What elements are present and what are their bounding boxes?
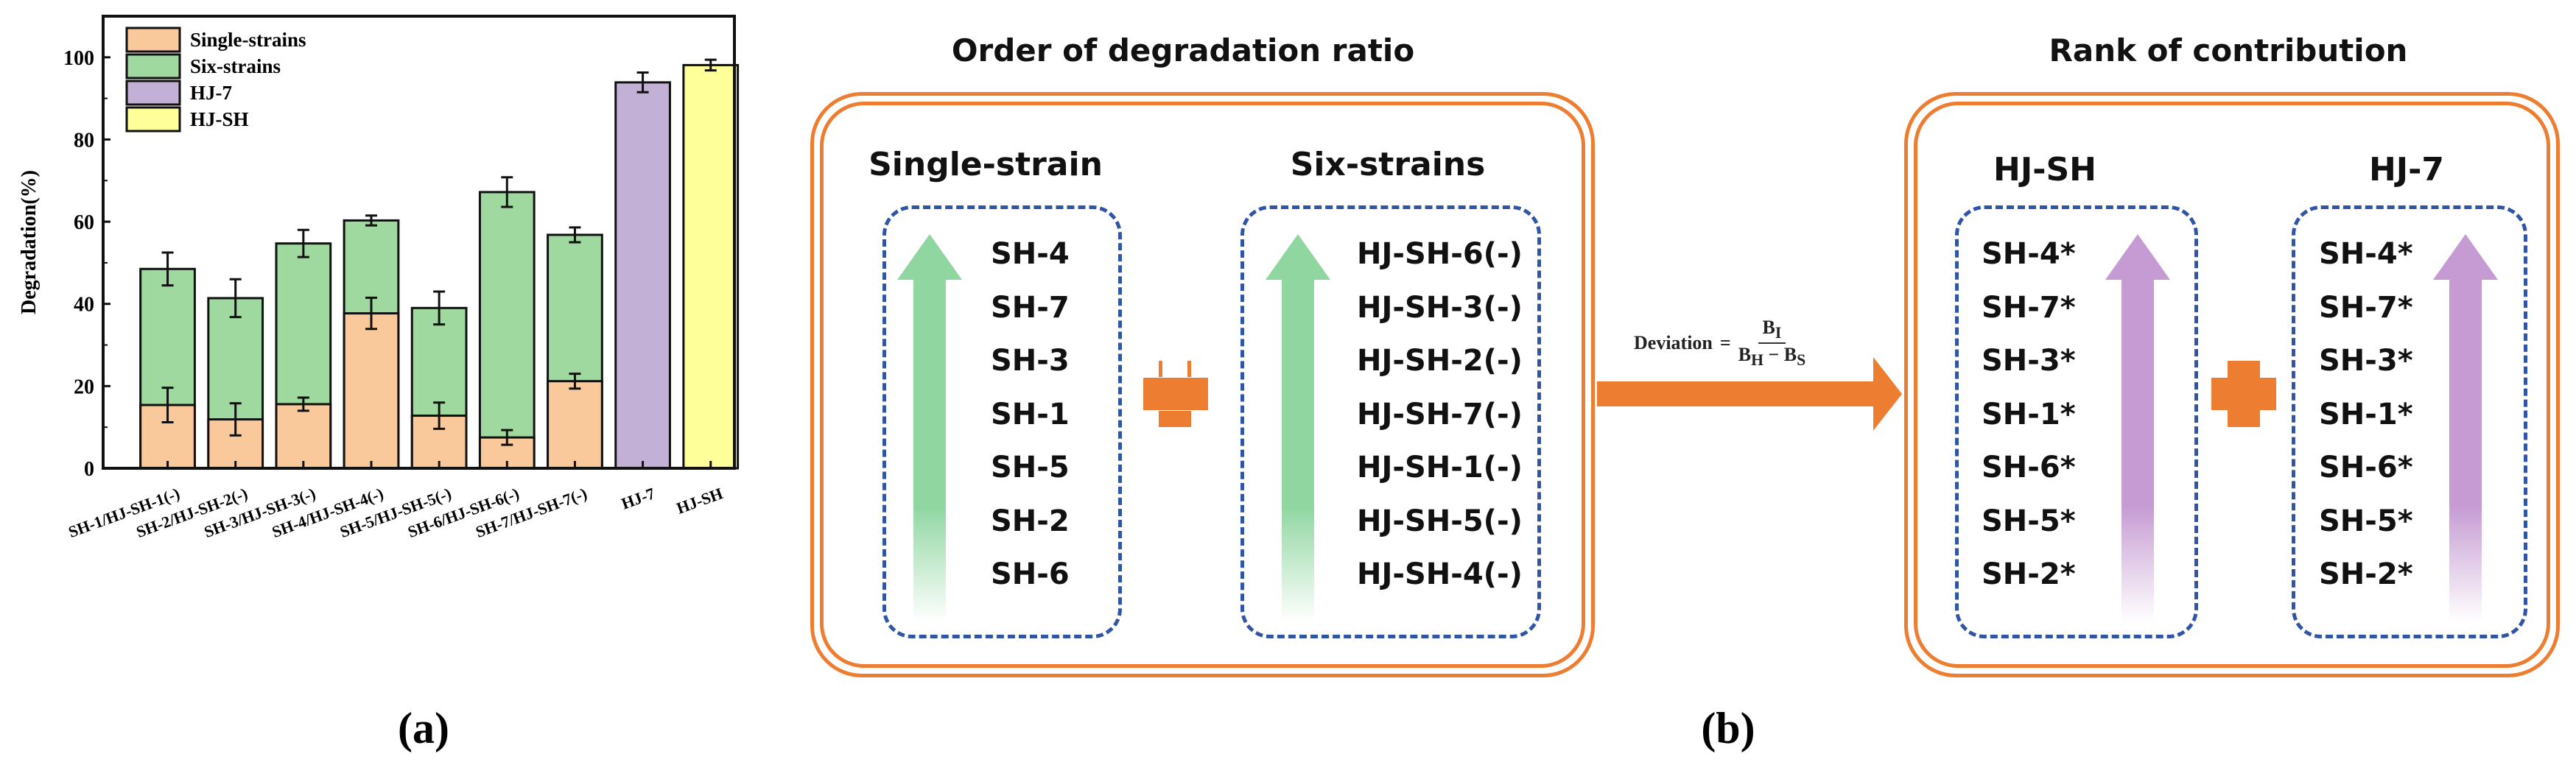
single-strain-item: SH-3 (991, 344, 1070, 378)
six-strains-item: HJ-SH-1(-) (1357, 451, 1523, 484)
hj-7-item: SH-5* (2319, 504, 2413, 538)
hj-7-item: SH-1* (2319, 397, 2413, 431)
six-strains-item: HJ-SH-4(-) (1357, 557, 1523, 591)
error-bar (433, 290, 446, 326)
error-bar (161, 387, 174, 423)
hj-7-item: SH-2* (2319, 557, 2413, 591)
legend-swatch (125, 80, 181, 106)
legend-label: HJ-7 (190, 82, 232, 104)
legend-swatch (125, 27, 181, 53)
y-tick-label: 100 (63, 47, 94, 70)
error-bar (161, 251, 174, 287)
single-strain-label: Single-strain (868, 146, 1103, 183)
hj-7-item: SH-7* (2319, 290, 2413, 325)
hj-sh-item: SH-2* (1982, 557, 2076, 591)
degradation-bar-chart: 020406080100Degradation(%)SH-1/HJ-SH-1(-… (18, 15, 740, 541)
error-bar (229, 402, 242, 437)
legend-swatch (125, 53, 181, 80)
legend-label: HJ-SH (190, 108, 249, 130)
six-strains-box (1240, 205, 1541, 638)
contribution-rank-frame (1904, 92, 2560, 677)
six-strains-item: HJ-SH-6(-) (1357, 237, 1523, 271)
error-bar (569, 373, 581, 390)
single-strain-item: SH-6 (991, 557, 1070, 591)
bar-single-strains (343, 312, 400, 470)
legend-label: Six-strains (190, 55, 281, 77)
deviation-formula: Deviation = BI BH − BS (1634, 317, 1805, 370)
formula-fraction: BI BH − BS (1738, 317, 1805, 370)
hj-sh-item: SH-1* (1982, 397, 2076, 431)
formula-den-a: B (1738, 344, 1752, 366)
error-bar (501, 176, 513, 208)
y-tick-label: 20 (74, 376, 94, 398)
hj-sh-item: SH-7* (1982, 290, 2076, 325)
bar-hj-7 (614, 81, 671, 470)
error-bar (704, 58, 717, 72)
legend-swatch (125, 106, 181, 133)
hj-sh-label: HJ-SH (1993, 151, 2096, 188)
x-tick-label: HJ-7 (619, 484, 657, 512)
hj-7-item: SH-3* (2319, 344, 2413, 378)
formula-den-b: B (1783, 344, 1797, 366)
error-bar (569, 226, 581, 244)
error-bar (229, 278, 242, 319)
six-strains-item: HJ-SH-5(-) (1357, 504, 1523, 538)
six-strains-item: HJ-SH-2(-) (1357, 344, 1523, 378)
bar-hj-sh (682, 63, 740, 470)
hj-sh-item: SH-6* (1982, 451, 2076, 484)
bar-single-strains (275, 403, 332, 470)
formula-numerator-sub: I (1775, 324, 1782, 342)
error-bar (636, 71, 649, 94)
formula-lhs: Deviation (1634, 332, 1713, 354)
six-strains-item: HJ-SH-7(-) (1357, 397, 1523, 431)
y-tick-label: 0 (84, 458, 94, 481)
bar-single-strains (547, 380, 603, 470)
error-bar (365, 214, 377, 227)
single-strain-item: SH-1 (991, 397, 1070, 431)
panel-label-a: (a) (398, 704, 449, 752)
right-title: Rank of contribution (2049, 32, 2408, 68)
hj-7-box (2292, 205, 2527, 638)
bar-six-strains (478, 191, 536, 470)
left-title: Order of degradation ratio (951, 32, 1415, 68)
formula-equals: = (1719, 332, 1731, 354)
hj-sh-item: SH-3* (1982, 344, 2076, 378)
contribution-rank-inner-frame (1914, 102, 2550, 668)
hj-7-item: SH-6* (2319, 451, 2413, 484)
error-bar (433, 401, 446, 430)
hj-7-label: HJ-7 (2368, 151, 2445, 188)
hj-sh-item: SH-4* (1982, 237, 2076, 271)
formula-den-a-sub: H (1751, 351, 1763, 370)
formula-numerator: B (1762, 317, 1775, 338)
error-bar (297, 396, 309, 412)
y-tick-label: 80 (74, 129, 94, 152)
degradation-order-inner-frame (820, 102, 1585, 668)
single-strain-item: SH-5 (991, 451, 1070, 484)
y-tick-label: 60 (74, 211, 94, 234)
error-bar (297, 228, 309, 258)
x-tick-label: HJ-SH (674, 484, 725, 518)
hj-7-item: SH-4* (2319, 237, 2413, 271)
hj-sh-item: SH-5* (1982, 504, 2076, 538)
formula-minus: − (1768, 344, 1780, 366)
error-bar (501, 429, 513, 446)
single-strain-item: SH-7 (991, 290, 1070, 325)
plot-frame (102, 15, 736, 470)
hj-sh-box (1955, 205, 2198, 638)
single-strain-box (882, 205, 1122, 638)
formula-den-b-sub: S (1797, 351, 1806, 370)
six-strains-item: HJ-SH-3(-) (1357, 290, 1523, 325)
legend-label: Single-strains (190, 29, 306, 51)
six-strains-label: Six-strains (1290, 146, 1486, 183)
single-strain-item: SH-4 (991, 237, 1070, 271)
y-axis-label: Degradation(%) (18, 170, 41, 314)
degradation-order-frame (810, 92, 1595, 677)
error-bar (365, 296, 377, 331)
panel-label-b: (b) (1701, 704, 1755, 752)
single-strain-item: SH-2 (991, 504, 1070, 538)
y-tick-label: 40 (74, 294, 94, 317)
